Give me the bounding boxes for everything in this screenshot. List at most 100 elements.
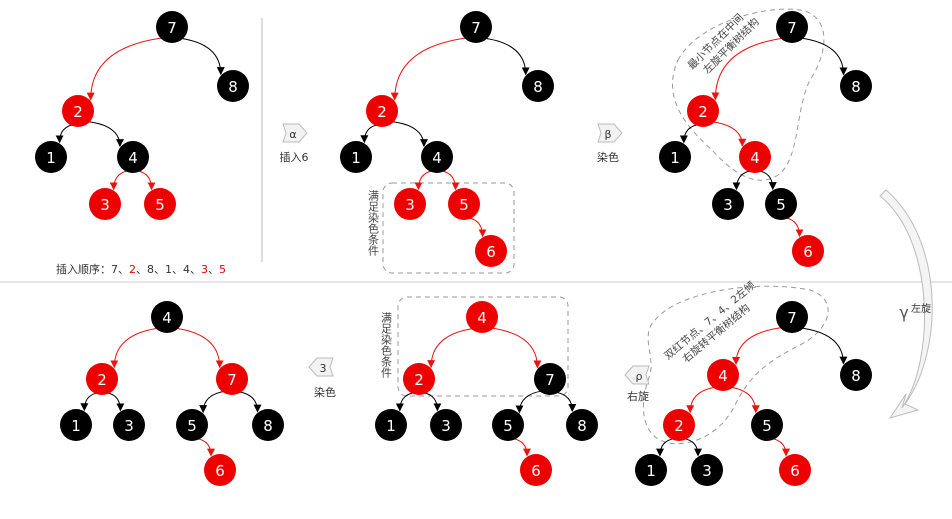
node-final-7: 7 [216,363,248,395]
insertion-order-separator: 、 [136,263,147,276]
node-circle-initial-5 [144,188,176,220]
node-left_rotated-1: 1 [635,454,667,486]
node-initial-2: 2 [62,95,94,127]
edge-right_rotated-2-1 [395,392,415,412]
insertion-order: 插入顺序：7、2、8、1、4、3、5 [56,262,226,276]
edge-final-7-8 [237,391,262,413]
node-label-final-6: 6 [215,462,225,480]
node-label-final-8: 8 [263,417,273,435]
node-recolor-4: 4 [739,141,771,173]
node-label-insert6-2: 2 [377,103,387,121]
step-alpha-arrow: α 插入6 [280,123,309,164]
step-three-arrow: 3 染色 [308,357,336,399]
node-recolor-7: 7 [776,11,808,43]
node-circle-right_rotated-1 [375,409,407,441]
node-left_rotated-6: 6 [779,454,811,486]
node-label-insert6-6: 6 [486,243,496,261]
edge-initial-4-3 [109,170,129,191]
edge-recolor-2-4 [710,121,747,147]
node-label-initial-4: 4 [128,149,138,167]
node-circle-insert6-5 [448,188,480,220]
edge-right_rotated-2-3 [423,392,442,412]
node-circle-left_rotated-3 [691,454,723,486]
node-insert6-3: 3 [394,188,426,220]
node-initial-8: 8 [217,70,249,102]
insertion-order-item: 5 [219,263,226,276]
insertion-order-separator: 、 [154,263,165,276]
node-insert6-8: 8 [522,70,554,102]
node-circle-right_rotated-4 [466,301,498,333]
node-left_rotated-2: 2 [663,409,695,441]
node-label-insert6-1: 1 [351,149,361,167]
node-label-final-5: 5 [187,417,197,435]
edge-left_rotated-4-5 [729,386,760,414]
edge-final-2-1 [80,392,98,412]
edge-recolor-4-3 [732,170,751,191]
node-insert6-6: 6 [475,235,507,267]
edge-initial-2-4 [85,120,124,148]
node-circle-final-4 [151,301,183,333]
edge-final-4-2 [110,327,161,369]
node-circle-right_rotated-6 [520,454,552,486]
insertion-order-item: 2 [129,263,136,276]
node-circle-right_rotated-5 [492,409,524,441]
node-right_rotated-4: 4 [466,301,498,333]
node-label-insert6-5: 5 [459,196,469,214]
node-label-left_rotated-8: 8 [851,367,861,385]
node-circle-initial-8 [217,70,249,102]
edge-right_rotated-4-2 [427,327,476,369]
node-circle-recolor-8 [840,70,872,102]
node-circle-left_rotated-5 [751,409,783,441]
node-initial-3: 3 [89,188,121,220]
edge-insert6-7-2 [390,37,469,101]
gamma-curve-arrow [879,189,933,419]
node-circle-recolor-6 [792,235,824,267]
edge-initial-2-1 [55,124,74,144]
node-label-right_rotated-6: 6 [531,462,541,480]
node-circle-right_rotated-7 [534,363,566,395]
insertion-order-item: 7 [111,263,118,276]
step-gamma-label-group: γ 左旋 [899,302,931,322]
node-circle-insert6-7 [460,11,492,43]
node-circle-insert6-1 [340,141,372,173]
edge-left_rotated-7-4 [732,326,785,366]
node-recolor-1: 1 [659,141,691,173]
node-circle-right_rotated-2 [403,363,435,395]
node-circle-insert6-6 [475,235,507,267]
node-insert6-5: 5 [448,188,480,220]
node-label-final-2: 2 [97,371,107,389]
node-label-final-7: 7 [227,371,237,389]
node-final-8: 8 [252,409,284,441]
double-red-region [642,285,829,445]
edge-initial-7-8 [178,37,225,76]
node-left_rotated-7: 7 [776,301,808,333]
step-rho-arrow: ρ 右旋 [624,365,650,403]
node-label-final-4: 4 [162,309,172,327]
node-recolor-2: 2 [687,95,719,127]
node-label-insert6-8: 8 [533,78,543,96]
node-circle-final-7 [216,363,248,395]
edge-insert6-2-1 [360,124,378,144]
node-circle-right_rotated-3 [430,409,462,441]
node-circle-final-3 [113,409,145,441]
node-circle-right_rotated-8 [566,409,598,441]
insertion-order-item: 4 [183,263,190,276]
node-circle-initial-1 [35,141,67,173]
insertion-order-prefix: 插入顺序： [56,262,111,276]
node-insert6-4: 4 [421,141,453,173]
node-label-left_rotated-7: 7 [787,309,797,327]
node-label-initial-7: 7 [167,19,177,37]
node-final-4: 4 [151,301,183,333]
node-circle-initial-2 [62,95,94,127]
node-label-initial-3: 3 [100,196,110,214]
edge-final-2-3 [106,392,125,412]
node-label-recolor-1: 1 [670,149,680,167]
step-alpha-symbol: α [289,128,296,141]
insertion-order-separator: 、 [190,263,201,276]
node-circle-final-6 [204,454,236,486]
insertion-order-item: 1 [165,263,172,276]
node-circle-left_rotated-2 [663,409,695,441]
